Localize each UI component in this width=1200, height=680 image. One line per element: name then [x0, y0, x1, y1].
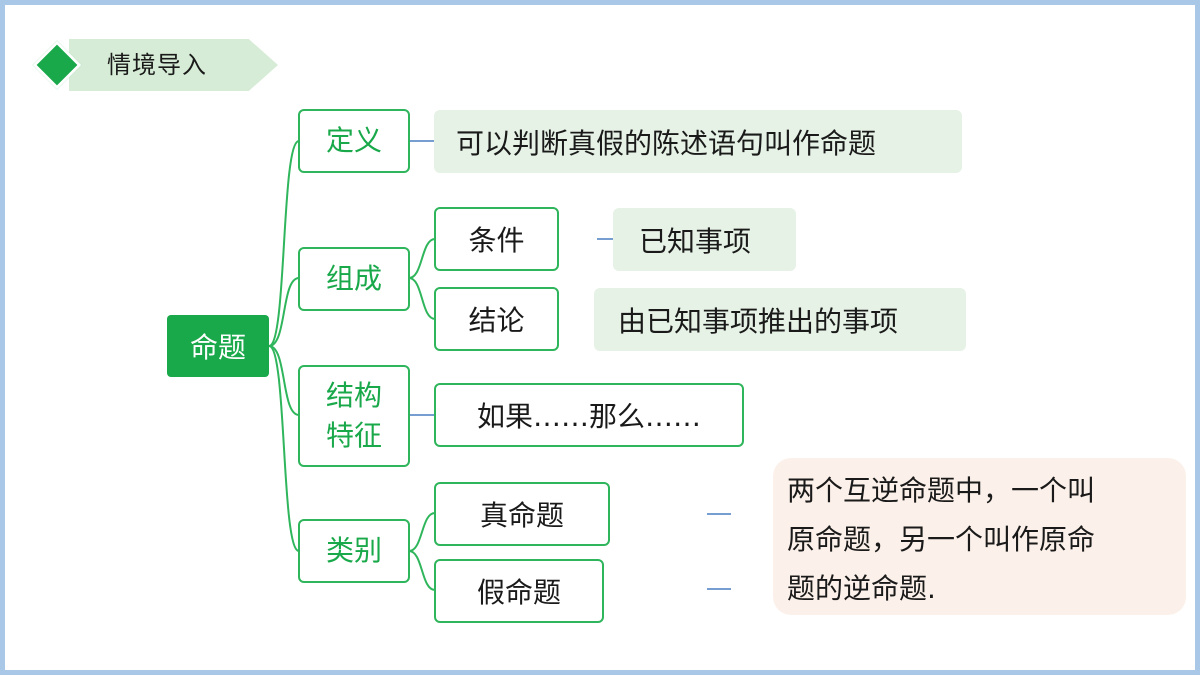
connector-category-true [408, 512, 436, 552]
connector-root-composition [268, 277, 300, 347]
connector-root-definition [268, 140, 300, 347]
callout-line: 题的逆命题. [787, 572, 936, 605]
branch-composition: 组成 [298, 247, 410, 311]
root-node: 命题 [167, 315, 269, 377]
leaf-structure: 如果……那么…… [434, 383, 744, 447]
branch-structure-line1: 结构 [325, 379, 382, 412]
leaf-conclusion: 结论 [434, 287, 559, 351]
branch-structure: 结构 特征 [298, 365, 410, 467]
callout-line: 原命题，另一个叫作原命 [787, 523, 1096, 556]
connector-root-structure [268, 345, 300, 416]
connector-category-false [408, 550, 436, 591]
leaf-true-proposition: 真命题 [434, 482, 610, 546]
connector-root-category [268, 345, 300, 552]
conclusion-note: 由已知事项推出的事项 [594, 288, 966, 351]
category-callout: 两个互逆命题中，一个叫 原命题，另一个叫作原命 题的逆命题. [773, 458, 1186, 615]
leaf-condition: 条件 [434, 207, 559, 271]
condition-note: 已知事项 [613, 208, 796, 271]
connector-composition-condition [408, 238, 436, 279]
callout-line: 两个互逆命题中，一个叫 [787, 474, 1096, 507]
branch-category: 类别 [298, 519, 410, 583]
branch-definition: 定义 [298, 109, 410, 173]
branch-structure-line2: 特征 [325, 419, 382, 452]
section-title: 情境导入 [107, 51, 207, 79]
section-header: 情境导入 [32, 39, 278, 91]
leaf-false-proposition: 假命题 [434, 559, 604, 623]
header-banner [69, 39, 278, 91]
connector-composition-conclusion [408, 277, 436, 320]
definition-note: 可以判断真假的陈述语句叫作命题 [434, 110, 962, 173]
